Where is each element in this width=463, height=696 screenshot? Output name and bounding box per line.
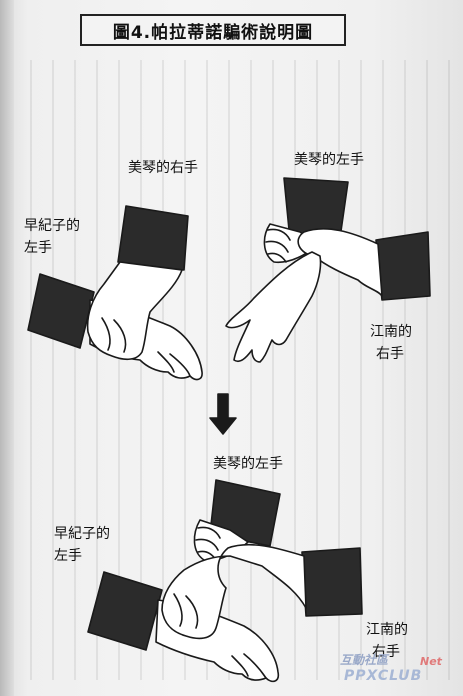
watermark-site-name: 互動社區 — [340, 653, 389, 667]
page-spine-shadow — [0, 0, 14, 696]
label-top-saki-left-line1: 早紀子的 — [24, 218, 80, 234]
top-jiangnan-right-sleeve — [375, 231, 431, 301]
label-top-saki-left-line2: 左手 — [24, 240, 52, 256]
label-bottom-meiqin-left: 美琴的左手 — [213, 456, 283, 472]
label-bottom-saki-left-line2: 左手 — [54, 548, 82, 564]
top-saki-left-sleeve — [27, 273, 95, 349]
label-bottom-saki-left-line1: 早紀子的 — [54, 526, 110, 542]
watermark-brand: PPXCLUB — [344, 668, 423, 684]
top-meiqin-right-hand — [86, 261, 183, 361]
label-top-meiqin-right: 美琴的右手 — [128, 160, 198, 176]
transition-arrow — [209, 393, 237, 435]
label-top-jiangnan-right-line1: 江南的 — [370, 324, 412, 340]
bottom-saki-left-sleeve — [87, 571, 163, 651]
watermark-net-tag: Net — [420, 655, 442, 668]
bottom-jiangnan-right-sleeve — [301, 547, 363, 617]
top-jiangnan-open-hand — [225, 251, 322, 363]
label-top-meiqin-left: 美琴的左手 — [294, 152, 364, 168]
figure-title-box: 圖4.帕拉蒂諾騙術說明圖 — [80, 14, 346, 46]
figure-title: 圖4.帕拉蒂諾騙術說明圖 — [112, 22, 314, 43]
label-top-jiangnan-right-line2: 右手 — [376, 346, 404, 362]
bleed-through-text — [30, 60, 450, 680]
bottom-jiangnan-right-hand — [161, 543, 307, 640]
top-meiqin-right-sleeve — [117, 205, 189, 271]
label-bottom-jiangnan-right-line2: 右手 — [372, 644, 400, 660]
label-bottom-jiangnan-right-line1: 江南的 — [366, 622, 408, 638]
